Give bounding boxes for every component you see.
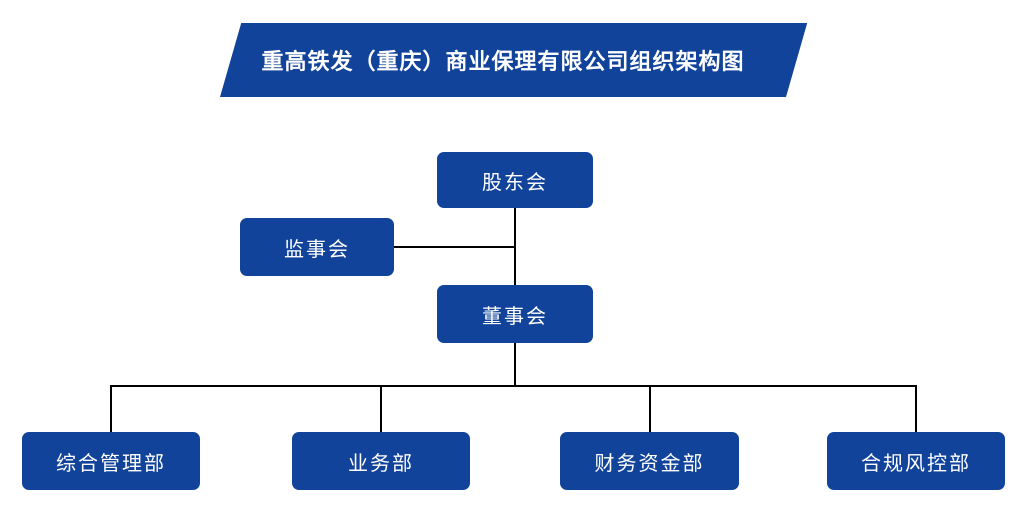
node-dept-compliance-risk-control: 合规风控部	[827, 432, 1005, 490]
connector-drop-business	[380, 386, 382, 432]
chart-title: 重高铁发（重庆）商业保理有限公司组织架构图	[261, 49, 745, 74]
node-dept-general-management: 综合管理部	[22, 432, 200, 490]
node-dept-finance-treasury: 财务资金部	[560, 432, 739, 490]
connector-drop-finance-treasury	[649, 386, 651, 432]
node-board-of-directors: 董事会	[437, 285, 593, 343]
connector-directors-to-branch	[514, 343, 516, 386]
connector-drop-general-management	[110, 386, 112, 432]
connector-drop-compliance-risk	[915, 386, 917, 432]
connector-branch-horizontal	[110, 385, 917, 387]
connector-supervisors-to-trunk	[393, 246, 514, 248]
connector-shareholders-to-directors	[514, 208, 516, 286]
node-shareholders-meeting: 股东会	[437, 152, 593, 208]
node-dept-business: 业务部	[292, 432, 470, 490]
node-supervisory-board: 监事会	[240, 218, 394, 276]
